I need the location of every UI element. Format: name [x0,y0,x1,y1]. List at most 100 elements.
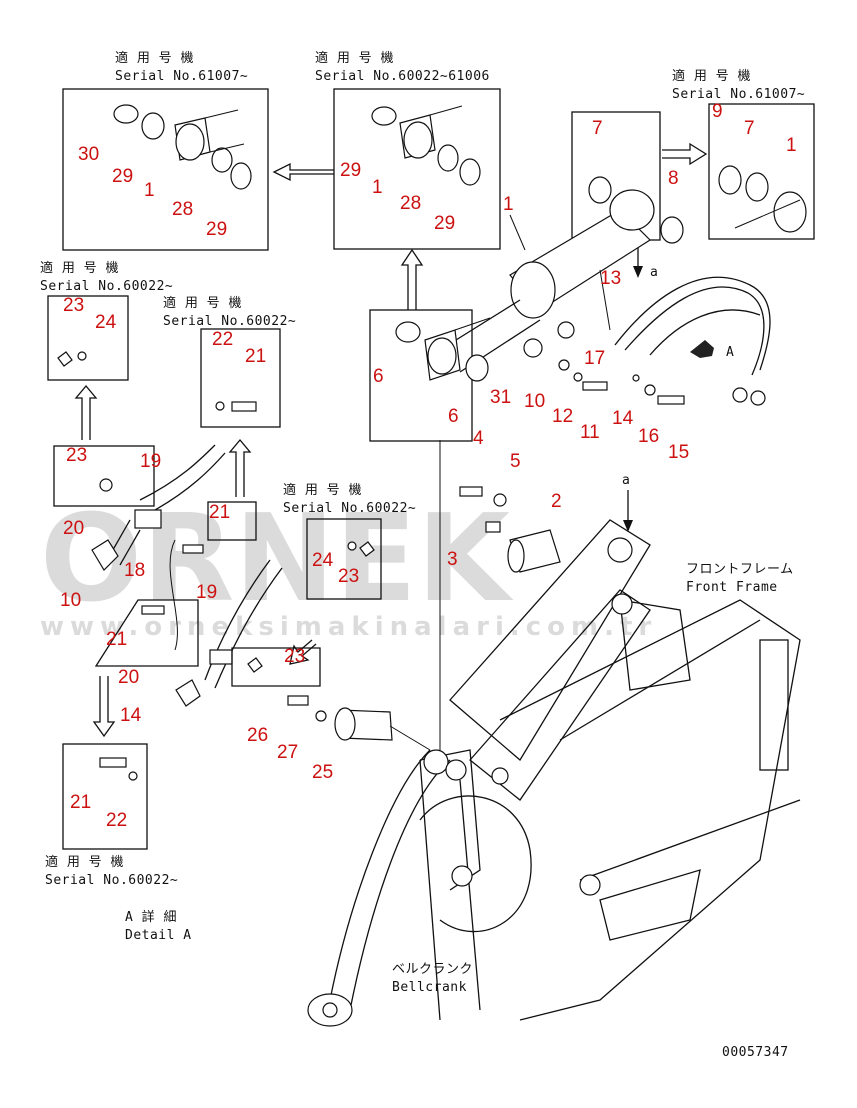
callout: 23 [338,566,359,587]
view-a-label: A [726,345,734,360]
callout: 18 [124,560,145,581]
serial-f-ja: 適 用 号 機 [45,854,124,870]
detail-box-d [708,103,815,240]
callout: 24 [312,550,334,571]
serial-f-en: Serial No.60022~ [45,873,178,888]
callout: 1 [786,135,797,156]
callout: 29 [434,213,455,234]
serial-c-en: Serial No.61007~ [672,87,805,102]
callout: 23 [63,295,84,316]
detail-box-a [62,88,269,251]
callout: 17 [584,348,605,369]
serial-g-en: Serial No.60022~ [283,501,416,516]
callout: 22 [212,329,233,350]
serial-b-en: Serial No.60022~61006 [315,69,490,84]
arrow-up-f [74,384,98,440]
front-frame [419,519,801,1021]
callout: 7 [744,118,755,139]
arrow-a1-label: a [650,265,658,280]
callout: 28 [172,199,193,220]
bellcrank-en: Bellcrank [392,980,467,995]
callout: 11 [580,422,600,443]
callout: 6 [373,366,384,387]
detail-box-f [47,295,129,381]
arrow-a2-label: a [622,473,630,488]
callout: 10 [60,590,81,611]
callout: 28 [400,193,421,214]
callout: 24 [95,312,117,333]
arrow-up-b [400,248,424,310]
pin-2-assembly [459,486,561,573]
detail-box-l [62,743,148,850]
callout: 21 [106,629,127,650]
view-a-arrow [690,340,714,358]
watermark: ORNEK www.orneksimakinalari.com.tr [40,490,651,642]
callout: 8 [668,168,679,189]
callout: 7 [592,118,603,139]
serial-d-en: Serial No.60022~ [40,279,173,294]
watermark-brand: ORNEK [40,490,514,629]
detail-box-j [94,599,199,667]
detail-a-en: Detail A [125,928,192,943]
callout: 4 [473,428,484,449]
serial-b-ja: 適 用 号 機 [315,50,394,66]
callout: 6 [448,406,459,427]
callout: 22 [106,810,127,831]
callout: 26 [247,725,268,746]
arrow-c-to-d [662,142,708,166]
callout: 14 [612,408,634,429]
drawing-number: 00057347 [722,1045,789,1060]
callout: 21 [245,346,266,367]
serial-d-ja: 適 用 号 機 [40,260,119,276]
callout: 31 [490,387,511,408]
detail-a-hose [91,444,283,707]
pin-25-assembly [287,695,431,751]
serial-g-ja: 適 用 号 機 [283,482,362,498]
detail-box-m [306,518,382,600]
box-e-parts [395,317,491,382]
callout: 27 [277,742,298,763]
detail-box-i [207,501,257,541]
arrow-b-to-a [272,162,334,182]
box-d-parts [718,165,807,233]
callout: 3 [447,549,458,570]
callout: 29 [112,166,133,187]
callout: 19 [140,451,161,472]
serial-c-ja: 適 用 号 機 [672,68,751,84]
detail-box-g [200,328,281,428]
callout: 15 [668,442,689,463]
box-b-parts [371,105,481,186]
arrow-down-l [92,676,116,738]
callout: 19 [196,582,217,603]
callout: 29 [206,219,227,240]
callout: 25 [312,762,333,783]
detail-a-ja: A 詳 細 [125,909,177,925]
callout: 5 [510,451,521,472]
callout: 23 [66,445,87,466]
callout: 20 [118,667,139,688]
callout: 23 [284,646,305,667]
bellcrank-ja: ベルクランク [392,962,473,977]
callout: 9 [712,101,723,122]
callout: 29 [340,160,361,181]
callout: 21 [209,502,230,523]
callouts: 30 29 1 28 29 29 1 28 29 7 1 8 9 7 1 13 … [60,101,797,831]
callout: 12 [552,406,573,427]
part-8-washer [660,216,684,244]
detail-box-h [53,445,155,507]
callout: 1 [144,180,155,201]
callout: 30 [78,144,99,165]
callout: 14 [120,705,142,726]
callout: 21 [70,792,91,813]
box-a-parts [113,104,252,190]
arrow-to-m [289,639,317,665]
detail-box-b [333,88,501,250]
hose-assembly [614,276,771,406]
callout: 10 [524,391,545,412]
serial-a-ja: 適 用 号 機 [115,50,194,66]
callout: 13 [600,268,621,289]
serial-e-ja: 適 用 号 機 [163,295,242,311]
callout: 2 [551,491,562,512]
